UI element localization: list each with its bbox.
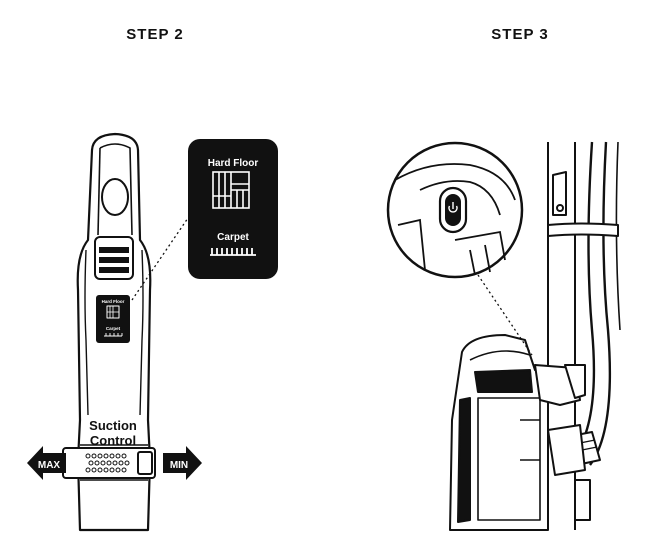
max-label: MAX [38,460,61,471]
step-2-title: STEP 2 [126,26,184,43]
min-label: MIN [170,460,188,471]
magnifier-leader-line [477,274,533,356]
carpet-icon [210,248,256,256]
mini-carpet-label: Carpet [106,326,121,331]
carpet-label: Carpet [217,232,249,243]
handle-illustration: Hard Floor Carpet [76,132,152,532]
suction-label-line1: Suction [89,418,137,433]
mini-hard-floor-label: Hard Floor [102,299,125,304]
hard-floor-label: Hard Floor [208,158,259,169]
step-3-title: STEP 3 [491,26,549,43]
floor-type-callout: Hard Floor Carpet [188,139,278,279]
vacuum-illustration [449,141,621,531]
callout-leader-line [131,217,189,301]
arrow-right-icon: MIN [163,446,202,480]
arrow-left-icon: MAX [27,446,66,480]
hard-floor-icon [212,171,250,209]
power-button-magnifier [386,141,524,279]
suction-vent-dots [85,453,130,473]
power-icon [448,202,458,213]
suction-label-line2: Control [90,433,136,448]
